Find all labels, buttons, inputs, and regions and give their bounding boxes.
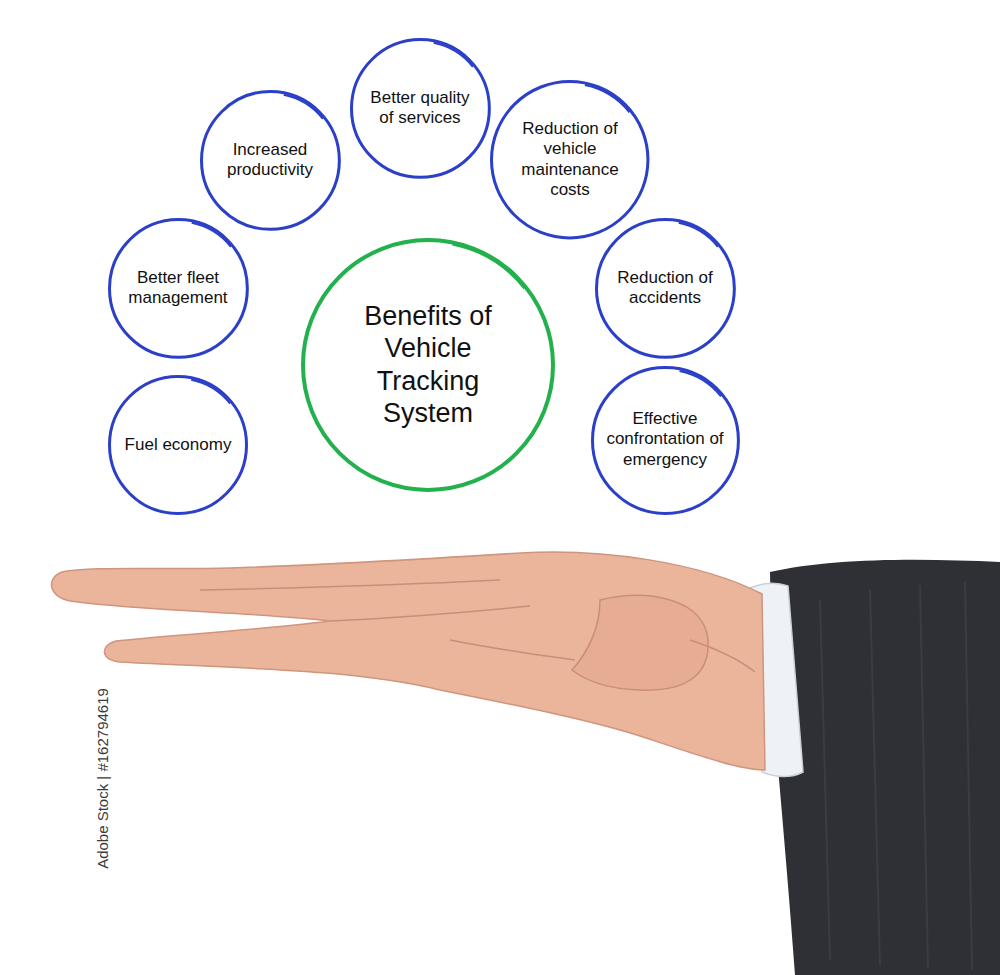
benefit-label: Better fleet management (119, 268, 237, 309)
benefit-label: Effective confrontation of emergency (606, 409, 724, 470)
benefit-label: Better quality of services (361, 88, 479, 129)
benefit-label: Reduction of vehicle maintenance costs (511, 119, 629, 201)
circle-text: Benefits of Vehicle Tracking System (341, 300, 516, 430)
sleeve (770, 560, 1000, 975)
benefit-label: Reduction of accidents (606, 268, 724, 309)
circle-text: Reduction of accidents (606, 268, 724, 309)
circle-stroke (492, 82, 648, 238)
circle-stroke (110, 377, 247, 514)
circle-stroke-overlap (679, 369, 721, 396)
thumb (572, 596, 708, 691)
circle-stroke (201, 91, 339, 229)
circle-text: Fuel economy (119, 435, 237, 455)
circle-text: Better quality of services (361, 88, 479, 129)
circle-text: Effective confrontation of emergency (606, 409, 724, 470)
circle-stroke-overlap (452, 243, 525, 289)
circle-stroke (109, 219, 247, 357)
circle-stroke (351, 39, 489, 177)
benefit-circle: Fuel economy (108, 375, 248, 515)
palm (52, 552, 765, 770)
circle-stroke (303, 240, 553, 490)
circle-stroke-overlap (433, 41, 473, 67)
circle-stroke-overlap (283, 93, 323, 119)
central-circle: Benefits of Vehicle Tracking System (301, 238, 555, 492)
benefit-label: Fuel economy (119, 435, 237, 455)
benefit-circle: Reduction of vehicle maintenance costs (490, 80, 649, 239)
watermark: Adobe Stock | #162794619 (93, 688, 110, 869)
benefit-circle: Better quality of services (350, 38, 491, 179)
benefit-circle: Increased productivity (200, 90, 341, 231)
central-title: Benefits of Vehicle Tracking System (341, 300, 516, 430)
circle-stroke (596, 219, 734, 357)
circle-stroke (592, 367, 738, 513)
palm-creases (200, 580, 755, 672)
circle-text: Better fleet management (119, 268, 237, 309)
circle-text: Increased productivity (211, 140, 329, 181)
benefit-circle: Better fleet management (108, 218, 249, 359)
circle-stroke-overlap (191, 221, 231, 247)
circle-stroke-overlap (678, 221, 718, 247)
circle-stroke-overlap (585, 84, 631, 113)
benefit-circle: Effective confrontation of emergency (591, 366, 740, 515)
circle-text: Reduction of vehicle maintenance costs (511, 119, 629, 201)
sleeve-texture (820, 582, 972, 970)
benefit-label: Increased productivity (211, 140, 329, 181)
circle-outline (301, 238, 555, 492)
benefit-circle: Reduction of accidents (595, 218, 736, 359)
circle-stroke-overlap (191, 379, 231, 404)
